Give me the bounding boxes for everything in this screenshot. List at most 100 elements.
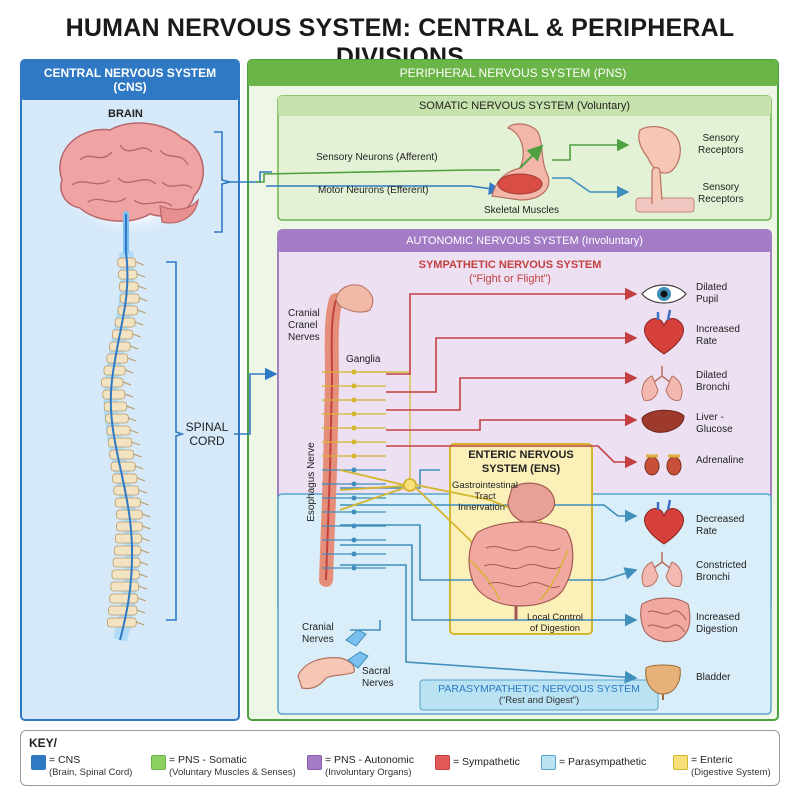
receptors-1-line2: Receptors (698, 145, 744, 156)
para-effect-2-line2: Bronchi (696, 572, 730, 583)
key-label-enteric: = Enteric (691, 754, 733, 766)
vertebra-process (128, 417, 137, 422)
vertebra (102, 389, 126, 400)
page-title: HUMAN NERVOUS SYSTEM: CENTRAL & PERIPHER… (65, 14, 735, 71)
key-swatch-autonomic (307, 755, 322, 770)
key-label-autonomic: = PNS - Autonomic (325, 754, 414, 766)
lungs-icon-sympathetic (641, 366, 683, 401)
vertebra-process (122, 381, 132, 386)
effect-4-line1: Liver - (696, 412, 724, 423)
cranial-line2: Cranel (288, 320, 318, 331)
vertebra (112, 329, 134, 340)
spinal-cord-label: SPINAL CORD (182, 420, 232, 448)
ganglion-node (351, 481, 357, 487)
key-label-somatic: = PNS - Somatic (169, 754, 247, 766)
vertebra-process (136, 477, 146, 482)
sacral-nerves-label: Sacral Nerves (362, 666, 394, 690)
vertebra-process (133, 453, 142, 458)
ganglion-node (351, 565, 357, 571)
liver-icon (641, 409, 685, 433)
vertebra-process (137, 309, 146, 314)
effect-2-line1: Increased (696, 324, 740, 335)
local-line1: Local Control (527, 612, 583, 623)
vertebra-process (127, 357, 136, 362)
vertebra-process (141, 513, 151, 518)
effect-5-line1: Adrenaline (696, 455, 744, 466)
parasympathetic-effect-2: Constricted Bronchi (696, 560, 747, 584)
parasympathetic-header: PARASYMPATHETIC NERVOUS SYSTEM (“Rest an… (420, 683, 658, 707)
ganglion-node (351, 397, 357, 403)
brain-label: BRAIN (108, 108, 143, 120)
heart-icon-sympathetic (644, 309, 684, 355)
vertebra-process (137, 597, 147, 602)
vertebra (109, 449, 134, 460)
vertebra-process (141, 537, 150, 542)
adrenal-kidneys-icon (644, 454, 682, 476)
para-effect-2-line1: Constricted (696, 560, 747, 571)
vertebra (110, 461, 136, 472)
vertebra (112, 473, 138, 484)
sympathetic-effect-1: Dilated Pupil (696, 282, 727, 306)
key-swatch-cns (31, 755, 46, 770)
vertebra-process (136, 609, 146, 614)
key-label-cns: = CNS (49, 754, 81, 766)
skeletal-muscles-label: Skeletal Muscles (484, 205, 560, 216)
key-swatch-somatic (151, 755, 166, 770)
pns-header: PERIPHERAL NERVOUS SYSTEM (PNS) (399, 66, 627, 80)
para-cranial-line1: Cranial (302, 622, 334, 633)
ganglion-node (351, 369, 357, 375)
ganglion-node (351, 411, 357, 417)
receptors-2-line1: Sensory (702, 182, 740, 193)
sympathetic-arrows (386, 287, 638, 469)
legend-key: KEY/ = CNS (Brain, Spinal Cord) = PNS - … (20, 730, 780, 786)
effect-3-line1: Dilated (696, 370, 728, 381)
sympathetic-subtitle: (“Fight or Flight”) (469, 273, 551, 285)
ganglion-node (351, 453, 357, 459)
vertebra-process (142, 525, 151, 530)
ganglion-node (351, 425, 357, 431)
ganglion-node (351, 439, 357, 445)
skeletal-muscle-illustration (491, 123, 550, 201)
vertebra (109, 593, 139, 604)
vertebra-process (136, 621, 145, 626)
sympathetic-effect-5: Adrenaline (696, 455, 744, 467)
vertebra-process (132, 333, 141, 338)
somatic-connectors (256, 138, 630, 199)
gi-line2: Tract (474, 491, 496, 502)
enteric-header: ENTERIC NERVOUS SYSTEM (ENS) (450, 448, 592, 476)
local-line2: of Digestion (529, 623, 581, 634)
vertebra-process (129, 429, 139, 434)
heart-icon-parasympathetic (644, 499, 684, 545)
gi-tract-label: Gastrointestinal Tract Innervation (452, 480, 518, 513)
ganglia-label: Ganglia (346, 354, 381, 365)
vertebra (106, 353, 129, 364)
vertebra-process (129, 345, 139, 350)
parasympathetic-hand-illustration (297, 629, 369, 690)
vertebra (111, 569, 140, 580)
effect-2-line2: Rate (696, 336, 718, 347)
vertebra (113, 545, 142, 556)
para-cranial-nerves-label: Cranial Nerves (302, 622, 334, 646)
gi-line1: Gastrointestinal (452, 480, 519, 491)
para-effect-3-line1: Increased (696, 612, 740, 623)
key-label-sympathetic: = Sympathetic (453, 756, 520, 768)
somatic-header: SOMATIC NERVOUS SYSTEM (Voluntary) (418, 100, 631, 112)
vertebra-process (140, 549, 150, 554)
digestive-illustration (468, 482, 574, 620)
receptor-hand-2 (635, 166, 695, 213)
vertebra (109, 341, 131, 352)
vertebra-process (139, 297, 148, 302)
cranial-line3: Nerves (288, 332, 320, 343)
cranial-line1: Cranial (288, 308, 320, 319)
ganglion-node (351, 495, 357, 501)
eye-icon (641, 284, 687, 304)
intestine-icon (640, 597, 691, 643)
spinal-cord-line1: SPINAL (185, 420, 229, 434)
sympathetic-header: SYMPATHETIC NERVOUS SYSTEM (“Fight or Fl… (380, 258, 640, 286)
vertebra-process (139, 561, 149, 566)
effect-4-line2: Glucose (696, 424, 733, 435)
key-swatch-sympathetic (435, 755, 450, 770)
cns-header-line1: CENTRAL NERVOUS SYSTEM (43, 66, 217, 80)
effect-1-line2: Pupil (696, 294, 719, 305)
